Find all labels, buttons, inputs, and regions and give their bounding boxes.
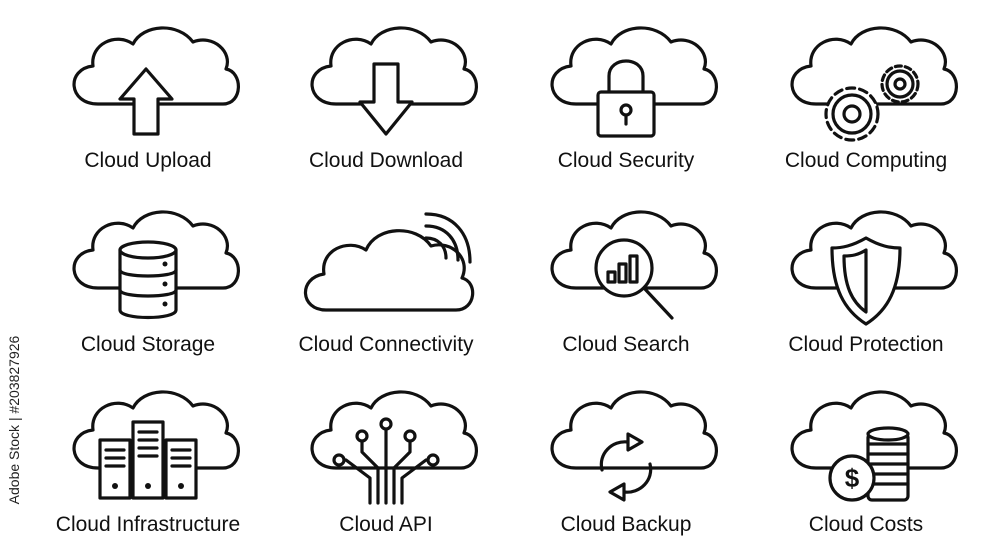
svg-text:$: $ xyxy=(845,463,860,493)
tile-cloud-download: Cloud Download xyxy=(266,14,506,194)
tile-cloud-computing: Cloud Computing xyxy=(746,14,986,194)
cloud-costs-icon: $ xyxy=(790,390,958,502)
cloud-computing-icon xyxy=(790,26,958,142)
tile-label: Cloud Costs xyxy=(808,513,924,536)
watermark-text: Adobe Stock | #203827926 xyxy=(6,335,22,505)
tile-cloud-search: Cloud Search xyxy=(506,198,746,378)
tile-cloud-connectivity: Cloud Connectivity xyxy=(266,198,506,378)
tile-cloud-costs: $ Cloud Costs xyxy=(746,378,986,558)
tile-label: Cloud Storage xyxy=(80,333,216,356)
cloud-backup-icon xyxy=(550,390,718,502)
cloud-security-icon xyxy=(550,26,718,138)
cloud-download-icon xyxy=(310,26,478,136)
tile-cloud-api: Cloud API xyxy=(266,378,506,558)
stock-watermark: Adobe Stock | #203827926 xyxy=(0,300,28,540)
tile-cloud-protection: Cloud Protection xyxy=(746,198,986,378)
cloud-upload-icon xyxy=(72,26,240,136)
tile-label: Cloud Download xyxy=(308,149,464,172)
tile-label: Cloud Computing xyxy=(784,149,948,172)
tile-label: Cloud Search xyxy=(562,333,690,356)
tile-label: Cloud Connectivity xyxy=(298,333,474,356)
tile-cloud-security: Cloud Security xyxy=(506,14,746,194)
cloud-api-icon xyxy=(310,390,478,505)
tile-label: Cloud Backup xyxy=(560,513,692,536)
tile-cloud-infrastructure: Cloud Infrastructure xyxy=(28,378,268,558)
tile-label: Cloud Security xyxy=(557,149,695,172)
tile-label: Cloud Upload xyxy=(84,149,212,172)
tile-cloud-storage: Cloud Storage xyxy=(28,198,268,378)
cloud-protection-icon xyxy=(790,210,958,326)
tile-cloud-upload: Cloud Upload xyxy=(28,14,268,194)
cloud-infrastructure-icon xyxy=(72,390,240,500)
cloud-connectivity-icon xyxy=(303,212,475,312)
cloud-storage-icon xyxy=(72,210,240,320)
cloud-search-icon xyxy=(550,210,718,320)
tile-label: Cloud API xyxy=(339,513,433,536)
tile-label: Cloud Protection xyxy=(788,333,944,356)
tile-cloud-backup: Cloud Backup xyxy=(506,378,746,558)
tile-label: Cloud Infrastructure xyxy=(55,513,241,536)
